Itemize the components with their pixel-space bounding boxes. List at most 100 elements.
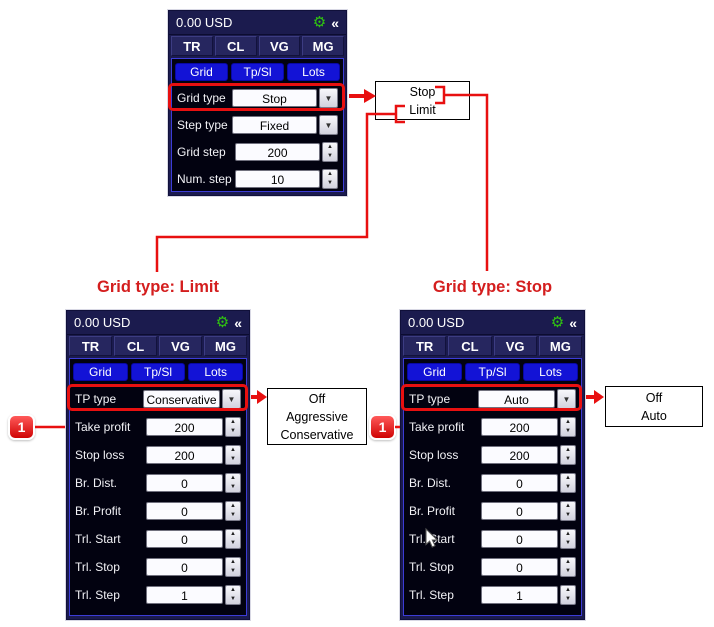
spin-down-button[interactable]: ▼: [230, 540, 236, 546]
tab-vg[interactable]: VG: [258, 36, 301, 56]
collapse-icon[interactable]: «: [234, 314, 242, 331]
field-label: Br. Dist.: [409, 476, 452, 490]
collapse-icon[interactable]: «: [569, 314, 577, 331]
spin-up-button[interactable]: ▲: [230, 531, 236, 537]
field-label: Take profit: [409, 420, 465, 434]
spinner: ▲▼: [225, 473, 241, 493]
tab-cl[interactable]: CL: [214, 36, 257, 56]
tab-cl[interactable]: CL: [114, 336, 157, 356]
spin-up-button[interactable]: ▲: [230, 475, 236, 481]
subtab-lots[interactable]: Lots: [188, 363, 244, 381]
dropdown-button[interactable]: ▼: [222, 389, 241, 409]
spin-up-button[interactable]: ▲: [230, 419, 236, 425]
field-value-br-dist[interactable]: 0: [481, 474, 558, 492]
spinner: ▲▼: [560, 585, 576, 605]
tab-mg[interactable]: MG: [302, 36, 344, 56]
field-value-trl-step[interactable]: 1: [146, 586, 223, 604]
tab-mg[interactable]: MG: [204, 336, 247, 356]
spin-down-button[interactable]: ▼: [565, 428, 571, 434]
gear-icon[interactable]: ⚙: [312, 14, 327, 31]
field-value-trl-start[interactable]: 0: [146, 530, 223, 548]
spinner: ▲▼: [560, 557, 576, 577]
spin-up-button[interactable]: ▲: [230, 559, 236, 565]
spin-up-button[interactable]: ▲: [230, 503, 236, 509]
dropdown-button[interactable]: ▼: [319, 115, 338, 135]
spin-up-button[interactable]: ▲: [230, 587, 236, 593]
spin-down-button[interactable]: ▼: [327, 153, 333, 159]
spin-up-button[interactable]: ▲: [565, 503, 571, 509]
panel-header: 0.00 USD ⚙ «: [67, 311, 249, 335]
tab-mg[interactable]: MG: [538, 336, 582, 356]
spin-down-button[interactable]: ▼: [565, 512, 571, 518]
field-value-step-type[interactable]: Fixed: [232, 116, 317, 134]
subtab-tp-sl[interactable]: Tp/Sl: [130, 363, 186, 381]
field-value-trl-step[interactable]: 1: [481, 586, 558, 604]
tab-cl[interactable]: CL: [448, 336, 492, 356]
collapse-icon[interactable]: «: [331, 14, 339, 31]
spin-down-button[interactable]: ▼: [565, 484, 571, 490]
spin-up-button[interactable]: ▲: [565, 531, 571, 537]
spinner: ▲▼: [225, 417, 241, 437]
subtab-tp-sl[interactable]: Tp/Sl: [231, 63, 284, 81]
spin-down-button[interactable]: ▼: [230, 456, 236, 462]
spin-up-button[interactable]: ▲: [327, 144, 333, 150]
gear-icon[interactable]: ⚙: [215, 314, 230, 331]
spin-down-button[interactable]: ▼: [230, 484, 236, 490]
spin-up-button[interactable]: ▲: [230, 447, 236, 453]
spin-down-button[interactable]: ▼: [565, 540, 571, 546]
field-row-tp-type: TP type Auto▼: [409, 389, 576, 409]
field-value-grid-step[interactable]: 200: [235, 143, 320, 161]
dropdown-button[interactable]: ▼: [319, 88, 338, 108]
spin-up-button[interactable]: ▲: [565, 559, 571, 565]
field-value-tp-type[interactable]: Auto: [478, 390, 555, 408]
spin-down-button[interactable]: ▼: [565, 596, 571, 602]
field-value-take-profit[interactable]: 200: [481, 418, 558, 436]
field-value-br-profit[interactable]: 0: [481, 502, 558, 520]
subtab-grid[interactable]: Grid: [175, 63, 228, 81]
tab-tr[interactable]: TR: [403, 336, 447, 356]
spin-down-button[interactable]: ▼: [230, 568, 236, 574]
field-value-trl-stop[interactable]: 0: [146, 558, 223, 576]
spin-up-button[interactable]: ▲: [565, 587, 571, 593]
spin-down-button[interactable]: ▼: [230, 428, 236, 434]
field-value-num-step[interactable]: 10: [235, 170, 320, 188]
tab-vg[interactable]: VG: [493, 336, 537, 356]
subtab-tp-sl[interactable]: Tp/Sl: [465, 363, 520, 381]
field-label: TP type: [409, 392, 451, 406]
field-value-stop-loss[interactable]: 200: [481, 446, 558, 464]
spin-down-button[interactable]: ▼: [565, 456, 571, 462]
spin-down-button[interactable]: ▼: [230, 596, 236, 602]
tab-vg[interactable]: VG: [159, 336, 202, 356]
field-value-trl-stop[interactable]: 0: [481, 558, 558, 576]
field-value-trl-start[interactable]: 0: [481, 530, 558, 548]
field-value-take-profit[interactable]: 200: [146, 418, 223, 436]
subtab-grid[interactable]: Grid: [73, 363, 128, 381]
field-value-br-dist[interactable]: 0: [146, 474, 223, 492]
tab-tr[interactable]: TR: [69, 336, 112, 356]
field-value-stop-loss[interactable]: 200: [146, 446, 223, 464]
subtab-grid[interactable]: Grid: [407, 363, 462, 381]
field-value-br-profit[interactable]: 0: [146, 502, 223, 520]
subtab-lots[interactable]: Lots: [287, 63, 340, 81]
menu-option-auto: Auto: [641, 408, 667, 423]
spin-up-button[interactable]: ▲: [565, 475, 571, 481]
field-row-take-profit: Take profit 200 ▲ ▼: [409, 417, 576, 437]
gear-icon[interactable]: ⚙: [550, 314, 565, 331]
spin-up-button[interactable]: ▲: [565, 447, 571, 453]
spin-up-button[interactable]: ▲: [327, 171, 333, 177]
field-value-grid-type[interactable]: Stop: [232, 89, 317, 107]
tab-tr[interactable]: TR: [171, 36, 213, 56]
dropdown-button[interactable]: ▼: [557, 389, 576, 409]
spin-down-button[interactable]: ▼: [565, 568, 571, 574]
field-value-tp-type[interactable]: Conservative: [143, 390, 220, 408]
spin-down-button[interactable]: ▼: [230, 512, 236, 518]
spin-up-button[interactable]: ▲: [565, 419, 571, 425]
spin-down-button[interactable]: ▼: [327, 180, 333, 186]
menu-option-aggressive: Aggressive: [286, 409, 348, 424]
subtab-lots[interactable]: Lots: [523, 363, 578, 381]
